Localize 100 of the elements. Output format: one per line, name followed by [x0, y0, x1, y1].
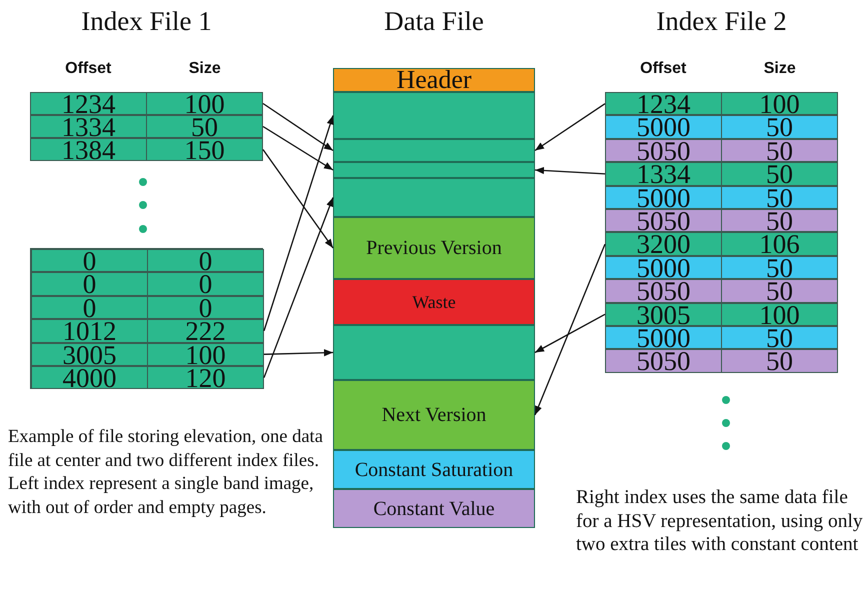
- data-block: [333, 325, 535, 380]
- offset-value: 4000: [62, 367, 118, 388]
- index-row: [31, 296, 264, 320]
- arrow: [262, 102, 334, 152]
- offset-value: 1384: [60, 139, 116, 160]
- index-row: [605, 92, 838, 116]
- panel-title: Data File: [383, 6, 485, 36]
- size-value: 50: [721, 350, 837, 372]
- size-value: 120: [147, 367, 263, 388]
- offset-value: 5050: [636, 140, 692, 162]
- arrow: [262, 149, 334, 248]
- data-segment: [333, 450, 535, 489]
- offset-value: 5050: [636, 210, 692, 232]
- size-value: 106: [721, 233, 837, 255]
- data-segment: [333, 217, 535, 279]
- size-value: 100: [721, 93, 837, 114]
- size-value: 0: [147, 250, 263, 272]
- index-row: [605, 302, 838, 326]
- size-value: 150: [146, 139, 262, 160]
- size-value: 50: [721, 163, 837, 185]
- offset-value: 0: [82, 250, 98, 272]
- size-value: 50: [721, 140, 837, 162]
- data-block: [333, 92, 535, 139]
- size-value: 100: [721, 304, 837, 325]
- index-row: [30, 138, 263, 161]
- offset-value: 1334: [636, 163, 692, 185]
- size-value: 50: [721, 210, 837, 232]
- segment-label: Constant Saturation: [354, 460, 514, 480]
- column-header: Offset: [64, 60, 112, 78]
- offset-value: 0: [82, 273, 98, 295]
- offset-value: 1234: [60, 93, 116, 114]
- index-row: [605, 279, 838, 303]
- size-value: 0: [147, 273, 263, 295]
- offset-value: 3005: [62, 344, 118, 365]
- panel-title: Index File 1: [80, 6, 213, 36]
- offset-value: 0: [82, 296, 96, 318]
- index-row: [605, 162, 838, 186]
- index-table: [30, 248, 263, 389]
- data-block: [333, 178, 535, 217]
- index-row: [31, 319, 264, 343]
- segment-label: Constant Value: [373, 498, 495, 518]
- index-row: [31, 366, 264, 390]
- size-value: 50: [721, 186, 837, 208]
- offset-value: 3200: [636, 233, 692, 255]
- arrow: [534, 314, 606, 354]
- data-segment: [333, 489, 535, 528]
- data-block: [333, 139, 535, 162]
- arrow: [264, 349, 334, 356]
- size-value: 0: [147, 296, 263, 318]
- size-value: 50: [721, 327, 837, 348]
- segment-label: Header: [396, 67, 472, 93]
- data-segment: [333, 68, 535, 92]
- size-value: 50: [721, 256, 837, 278]
- arrow: [534, 244, 606, 416]
- arrow: [534, 103, 606, 152]
- arrow: [263, 115, 334, 332]
- offset-value: 5050: [636, 350, 692, 372]
- arrow: [263, 197, 334, 378]
- index-row: [605, 326, 838, 350]
- offset-value: 5000: [636, 256, 692, 278]
- segment-label: Previous Version: [366, 238, 502, 258]
- caption-text: Example of file storing elevation, one data file at center and two different index files. Left index represent a single band image, with out of order and empty pages.: [8, 426, 324, 520]
- index-row: [605, 209, 838, 232]
- index-row: [605, 115, 838, 139]
- offset-value: 1012: [62, 320, 118, 342]
- size-value: 222: [147, 320, 263, 342]
- offset-value: 1334: [60, 116, 116, 137]
- index-row: [31, 342, 264, 366]
- size-value: 50: [721, 116, 837, 138]
- offset-value: 5000: [636, 327, 692, 348]
- index-row: [605, 256, 838, 280]
- segment-label: Waste: [412, 293, 456, 311]
- column-header: Offset: [639, 60, 688, 78]
- index-row: [605, 186, 838, 209]
- segment-label: Next Version: [382, 405, 486, 425]
- index-row: [31, 249, 264, 272]
- index-row: [30, 115, 263, 138]
- index-row: [605, 349, 838, 373]
- index-row: [30, 92, 263, 115]
- arrow: [534, 166, 606, 175]
- offset-value: 3005: [636, 304, 692, 325]
- column-header: Size: [762, 60, 797, 78]
- offset-value: 5050: [636, 280, 692, 302]
- size-value: 100: [147, 344, 263, 365]
- data-segment: [333, 279, 535, 325]
- offset-value: 5000: [636, 116, 692, 138]
- offset-value: 5000: [636, 186, 692, 208]
- size-value: 50: [721, 280, 837, 302]
- size-value: 100: [146, 93, 262, 114]
- data-block: [333, 162, 535, 178]
- arrow: [262, 126, 334, 171]
- index-row: [31, 272, 264, 296]
- column-header: Size: [188, 60, 222, 78]
- index-row: [605, 232, 838, 256]
- index-row: [605, 138, 838, 162]
- size-value: 50: [146, 116, 262, 137]
- offset-value: 1234: [636, 93, 692, 114]
- data-segment: [333, 380, 535, 450]
- caption-text: Right index uses the same data file for a HSV representation, using only two extra tiles with constant content: [576, 486, 864, 556]
- panel-title: Index File 2: [655, 6, 788, 36]
